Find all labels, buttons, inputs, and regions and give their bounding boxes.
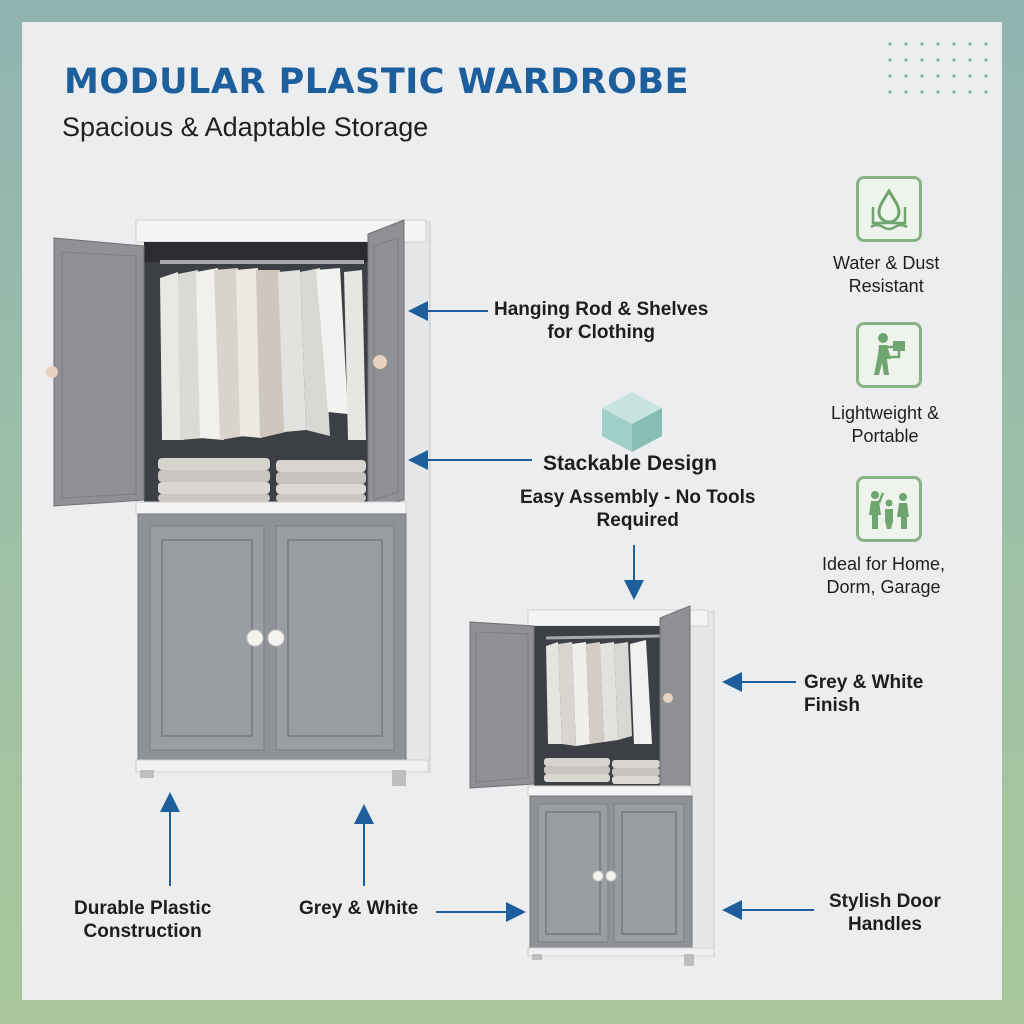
- hanging-rod-callout-line1: Hanging Rod & Shelves: [494, 299, 709, 320]
- water-drop-icon: [856, 176, 922, 242]
- finish-callout: Grey & White Finish: [804, 671, 923, 717]
- person-carrying-box-icon: [856, 322, 922, 388]
- door-handles-callout-line1: Stylish Door: [829, 891, 941, 912]
- small-wardrobe: [469, 605, 715, 966]
- feature-ideal-for-line2: Dorm, Garage: [826, 577, 941, 597]
- large-wardrobe: [46, 219, 431, 786]
- hanging-rod-callout: Hanging Rod & Shelves for Clothing: [494, 298, 708, 344]
- feature-ideal-for-line1: Ideal for Home,: [822, 554, 946, 574]
- hanging-rod-callout-line2: for Clothing: [547, 322, 655, 343]
- dot-grid-decoration: [888, 42, 988, 94]
- finish-callout-line1: Grey & White: [804, 672, 924, 693]
- stackable-design-callout: Stackable Design: [543, 452, 717, 475]
- feature-water-dust-line2: Resistant: [848, 276, 924, 296]
- stackable-cube-icon: [602, 392, 662, 452]
- page-title: MODULAR PLASTIC WARDROBE: [64, 62, 690, 102]
- durable-callout-line2: Construction: [83, 921, 202, 942]
- family-icon: [856, 476, 922, 542]
- easy-assembly-callout-line1: Easy Assembly - No Tools: [520, 487, 756, 508]
- page-subtitle: Spacious & Adaptable Storage: [62, 112, 429, 142]
- easy-assembly-callout-line2: Required: [596, 510, 679, 531]
- feature-ideal-for: Ideal for Home, Dorm, Garage: [822, 553, 945, 599]
- durable-callout: Durable Plastic Construction: [74, 897, 211, 943]
- feature-water-dust: Water & Dust Resistant: [833, 252, 939, 298]
- finish-callout-line2: Finish: [804, 695, 860, 716]
- feature-lightweight-line1: Lightweight &: [831, 403, 940, 423]
- easy-assembly-callout: Easy Assembly - No Tools Required: [520, 486, 755, 532]
- door-handles-callout-line2: Handles: [847, 914, 922, 935]
- grey-white-callout: Grey & White: [299, 898, 419, 919]
- durable-callout-line1: Durable Plastic: [74, 898, 212, 919]
- feature-water-dust-line1: Water & Dust: [833, 253, 940, 273]
- door-handles-callout: Stylish Door Handles: [829, 890, 941, 936]
- feature-lightweight-line2: Portable: [851, 426, 919, 446]
- feature-lightweight: Lightweight & Portable: [831, 402, 939, 448]
